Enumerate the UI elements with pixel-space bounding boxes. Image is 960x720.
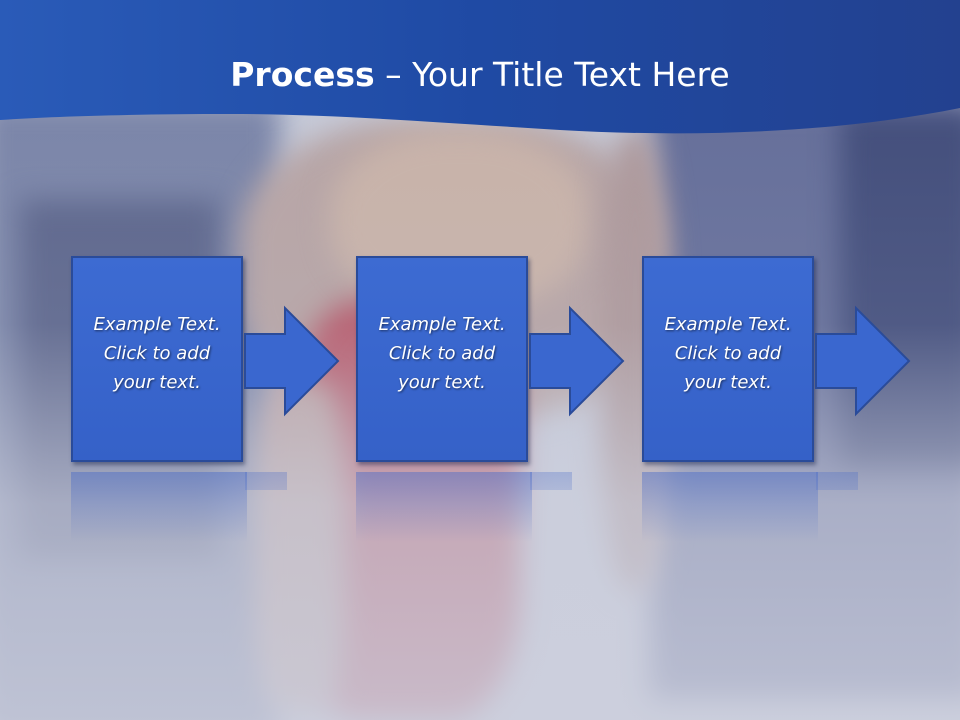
step-text-line: Example Text. xyxy=(93,314,221,335)
process-step-2[interactable]: Example Text. Click to add your text. xyxy=(356,256,536,468)
title-rest-text: – Your Title Text Here xyxy=(374,55,730,94)
step-text[interactable]: Example Text. Click to add your text. xyxy=(71,310,243,397)
step-reflection-2 xyxy=(356,472,532,542)
process-step-1[interactable]: Example Text. Click to add your text. xyxy=(71,256,251,468)
arrow-reflection-2 xyxy=(530,472,572,490)
step-text-line: Click to add xyxy=(388,343,496,364)
step-text-line: Example Text. xyxy=(664,314,792,335)
step-text-line: Click to add xyxy=(103,343,211,364)
step-text-line: Click to add xyxy=(674,343,782,364)
step-text[interactable]: Example Text. Click to add your text. xyxy=(642,310,814,397)
arrow-reflection-3 xyxy=(816,472,858,490)
step-text[interactable]: Example Text. Click to add your text. xyxy=(356,310,528,397)
step-reflection-3 xyxy=(642,472,818,542)
step-text-line: your text. xyxy=(684,372,772,393)
title-band xyxy=(0,0,960,134)
step-box[interactable] xyxy=(71,256,243,462)
process-step-3[interactable]: Example Text. Click to add your text. xyxy=(642,256,822,468)
step-reflection-1 xyxy=(71,472,247,542)
step-text-line: Example Text. xyxy=(378,314,506,335)
step-box[interactable] xyxy=(642,256,814,462)
title-band-shape xyxy=(0,0,960,134)
slide-title[interactable]: Process – Your Title Text Here xyxy=(0,52,960,98)
title-strong-text: Process xyxy=(230,55,375,94)
step-box[interactable] xyxy=(356,256,528,462)
step-text-line: your text. xyxy=(113,372,201,393)
step-text-line: your text. xyxy=(398,372,486,393)
arrow-reflection-1 xyxy=(245,472,287,490)
